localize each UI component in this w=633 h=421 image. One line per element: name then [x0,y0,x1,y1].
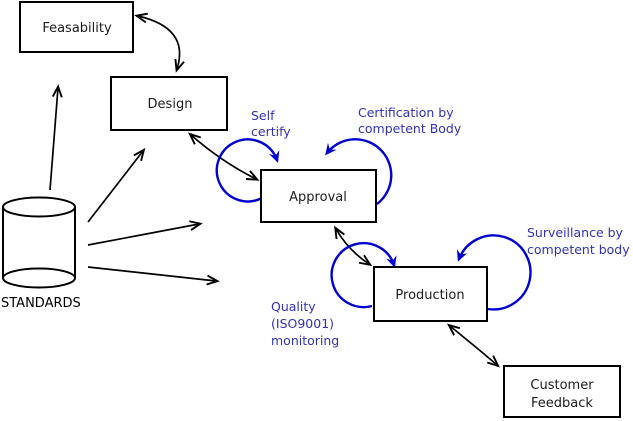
production-label: Production [395,288,464,303]
arrow-design-approval [188,132,260,181]
arrow-standards-to-feasability [49,84,63,191]
quality-monitoring-loop [330,241,397,309]
standards-datastore: STANDARDS [1,196,81,311]
arrow-standards-to-production [87,266,220,286]
certification-loop [325,138,393,205]
cylinder-body [2,207,76,278]
cylinder-top-ellipse [2,196,76,218]
approval-node: Approval [260,169,377,223]
production-node: Production [373,266,488,322]
standards-label: STANDARDS [1,296,81,311]
self-certify-loop [215,138,280,203]
customer-feedback-label-line1: Customer [530,378,594,393]
customer-feedback-label-line2: Feedback [531,396,593,411]
certification-annotation: Certification by competent Body [358,105,462,136]
feasability-box [19,1,134,53]
approval-label: Approval [289,190,347,205]
self-certify-line1: Self [251,108,275,123]
quality-monitoring-annotation: Quality (ISO9001) monitoring [271,299,339,348]
certification-line1: Certification by [358,105,454,120]
feasability-node: Feasability [19,1,134,53]
design-label: Design [148,97,193,112]
design-box [110,76,228,131]
certification-line2: competent Body [358,121,462,136]
surveillance-loop [456,234,532,311]
customer-feedback-node: Customer Feedback [503,365,621,418]
quality-line2: (ISO9001) [271,316,334,331]
approval-box [260,169,377,223]
arrow-feasability-design [134,12,185,73]
arrow-standards-to-approval [87,220,203,246]
surveillance-line1: Surveillance by [527,225,624,240]
self-certify-line2: certify [251,124,291,139]
cylinder-bottom-ellipse [2,267,76,289]
quality-line1: Quality [271,299,316,314]
arrow-production-customer-feedback [446,323,500,368]
quality-line3: monitoring [271,333,339,348]
production-box [373,266,488,322]
self-certify-annotation: Self certify [251,108,291,139]
surveillance-annotation: Surveillance by competent body [527,225,630,257]
arrow-standards-to-design [87,147,146,223]
arrow-approval-production [334,225,373,267]
customer-feedback-box [503,365,621,418]
design-node: Design [110,76,228,131]
surveillance-line2: competent body [527,242,630,257]
feasability-label: Feasability [42,21,112,36]
